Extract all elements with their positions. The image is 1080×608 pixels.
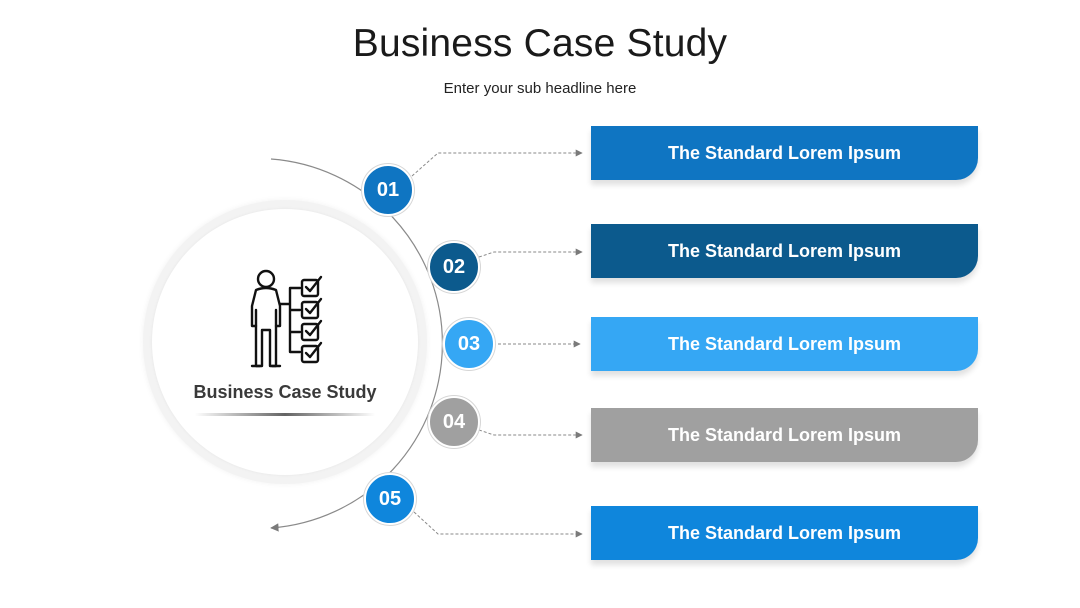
step-node-03: 03 <box>443 318 495 370</box>
outer-arc <box>270 158 443 532</box>
step-banner-03: The Standard Lorem Ipsum <box>591 317 978 371</box>
page-title: Business Case Study <box>352 22 728 65</box>
connector-2 <box>478 248 583 258</box>
step-node-02: 02 <box>428 241 480 293</box>
step-node-01: 01 <box>362 164 414 216</box>
connector-1 <box>411 149 583 177</box>
step-banner-01: The Standard Lorem Ipsum <box>591 126 978 180</box>
step-banner-02: The Standard Lorem Ipsum <box>591 224 978 278</box>
step-node-05: 05 <box>364 473 416 525</box>
step-banner-05: The Standard Lorem Ipsum <box>591 506 978 560</box>
step-banner-04: The Standard Lorem Ipsum <box>591 408 978 462</box>
center-label: Business Case Study <box>193 382 377 402</box>
person-checklist-icon <box>250 269 323 368</box>
step-node-04: 04 <box>428 396 480 448</box>
connector-5 <box>413 511 583 538</box>
page-subtitle: Enter your sub headline here <box>443 80 637 97</box>
center-circle <box>152 209 418 475</box>
center-underline <box>195 413 375 416</box>
connector-4 <box>478 429 583 439</box>
